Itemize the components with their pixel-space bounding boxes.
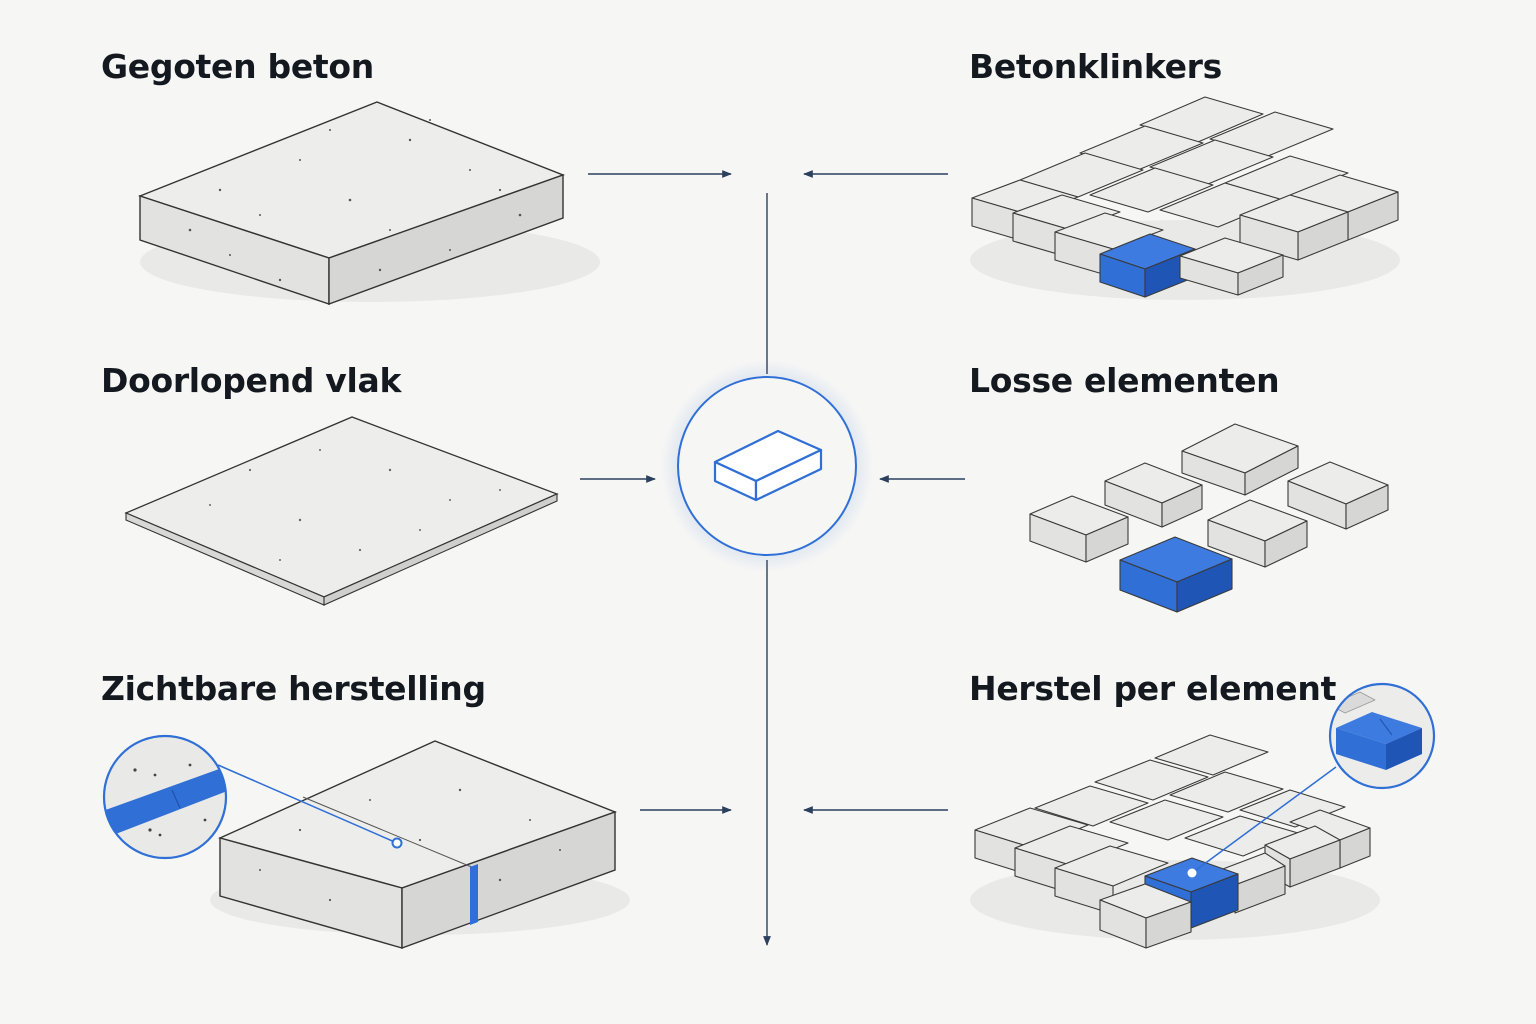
center-connectors (580, 170, 965, 946)
heading-gegoten-beton: Gegoten beton (101, 47, 374, 86)
paver-block-icon (713, 429, 823, 502)
continuous-plane-sheet (124, 416, 559, 606)
heading-betonklinkers: Betonklinkers (969, 47, 1222, 86)
paver-repair-grid (970, 734, 1380, 949)
poured-concrete-slab (137, 101, 600, 306)
heading-herstel-per-element: Herstel per element (969, 669, 1337, 708)
loose-paver-elements (1029, 423, 1389, 613)
element-zoom-lens (1328, 682, 1436, 790)
repair-zoom-lens (102, 734, 228, 860)
heading-losse-elementen: Losse elementen (969, 361, 1280, 400)
center-hub (661, 360, 873, 572)
paver-grid (970, 96, 1400, 300)
heading-zichtbare-herstelling: Zichtbare herstelling (101, 669, 486, 708)
repaired-slab (210, 740, 630, 950)
heading-doorlopend-vlak: Doorlopend vlak (101, 361, 402, 400)
